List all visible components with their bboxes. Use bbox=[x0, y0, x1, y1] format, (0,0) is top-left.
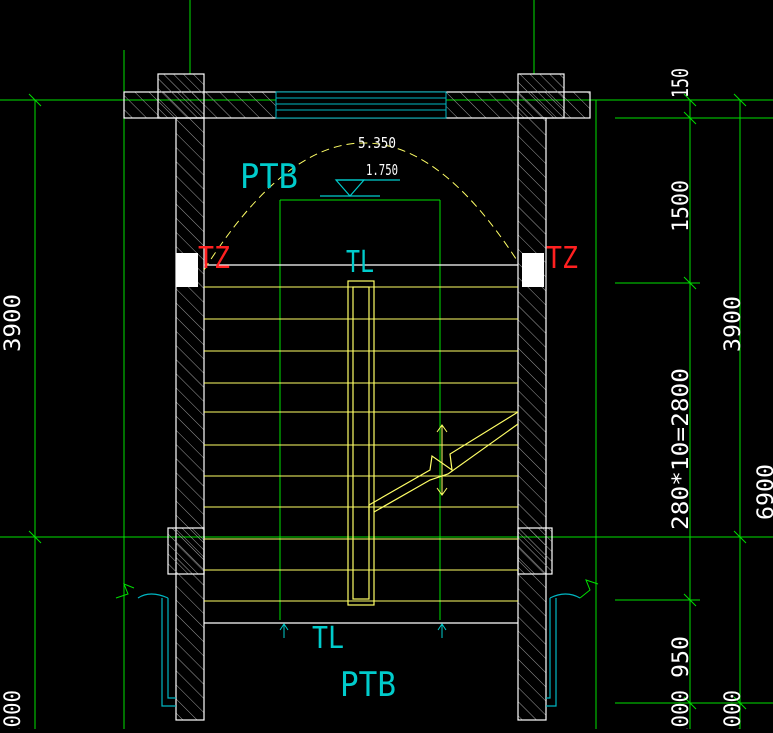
dim-150: 150 bbox=[669, 68, 694, 98]
center-beam bbox=[347, 280, 375, 606]
dim-2800: 280*10=2800 bbox=[669, 368, 694, 530]
label-ptb-bottom: PTB bbox=[340, 665, 396, 705]
elevation-triangle-icon bbox=[320, 179, 400, 197]
label-elevation-upper: 5.350 bbox=[358, 134, 396, 152]
dim-6900: 6900 bbox=[754, 464, 773, 520]
dim-1000-left: 1000 bbox=[1, 690, 26, 729]
break-line bbox=[368, 411, 519, 520]
column-top-left bbox=[157, 73, 205, 119]
column-mid-left bbox=[167, 527, 205, 575]
dim-1500: 1500 bbox=[669, 180, 694, 232]
dim-950: 950 bbox=[669, 636, 694, 678]
tz-post-left bbox=[176, 253, 198, 287]
dim-3900-left: 3900 bbox=[1, 294, 26, 352]
up-arrow-right bbox=[437, 623, 447, 638]
tz-post-right bbox=[522, 253, 544, 287]
stair-treads bbox=[204, 286, 518, 602]
left-wall bbox=[175, 117, 205, 721]
label-tz-left: TZ bbox=[198, 241, 230, 276]
label-ptb-top: PTB bbox=[240, 157, 298, 197]
left-door-frame bbox=[137, 593, 176, 707]
dashed-arc bbox=[203, 142, 519, 271]
label-tz-right: TZ bbox=[546, 241, 578, 276]
column-mid-right bbox=[517, 527, 553, 575]
up-arrow-left bbox=[279, 623, 289, 638]
label-tl-top: TL bbox=[346, 245, 374, 280]
tread-dimension-marker bbox=[436, 424, 448, 496]
label-tl-bottom: TL bbox=[312, 621, 344, 656]
right-wall-break bbox=[579, 579, 599, 599]
right-wall bbox=[517, 117, 547, 721]
column-top-right bbox=[517, 73, 565, 119]
dim-1000-inner: 1000 bbox=[669, 690, 694, 729]
label-elevation-lower: 1.750 bbox=[366, 161, 398, 179]
dim-1000-outer: 1000 bbox=[721, 690, 746, 729]
left-wall-break bbox=[115, 583, 135, 599]
right-door-frame bbox=[546, 593, 581, 707]
dim-3900-right: 3900 bbox=[721, 296, 746, 352]
